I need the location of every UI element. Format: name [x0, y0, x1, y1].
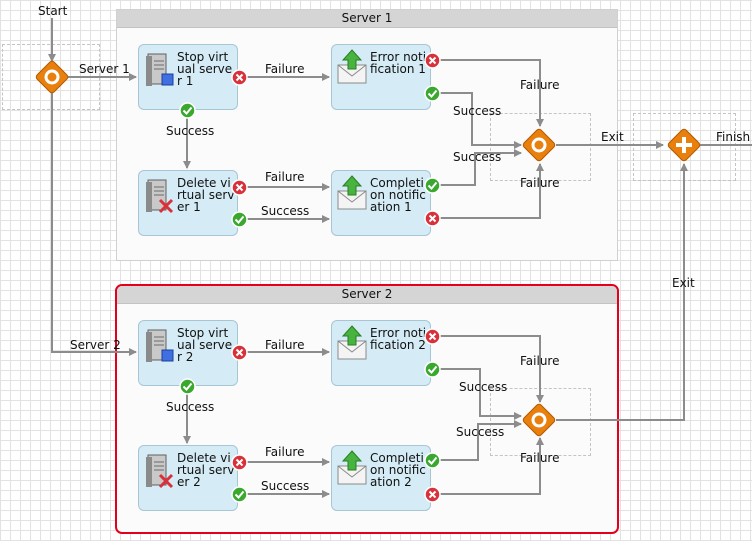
- node-label: Stop virtual server 1: [177, 50, 233, 88]
- success-check-icon[interactable]: [424, 452, 441, 469]
- task-stop-virtual-server-2[interactable]: Stop virtual server 2: [138, 320, 238, 386]
- edge-label-failure: Failure: [520, 176, 560, 190]
- finish-label: Finish: [716, 130, 751, 144]
- failure-x-icon[interactable]: [231, 179, 248, 196]
- server-delete-icon: [146, 179, 174, 214]
- merge-gateway-icon[interactable]: [522, 128, 556, 162]
- edge-label-failure: Failure: [520, 354, 560, 368]
- finish-plus-gateway-icon[interactable]: [667, 128, 701, 162]
- task-completion-notification-2[interactable]: Completion notification 2: [331, 445, 431, 511]
- node-label: Completion notification 1: [370, 176, 426, 214]
- node-label: Error notification 2: [370, 326, 427, 352]
- mail-send-icon: [337, 450, 367, 485]
- edge-label-failure: Failure: [520, 451, 560, 465]
- node-label: Stop virtual server 2: [177, 326, 233, 364]
- edge-label-failure: Failure: [265, 62, 305, 76]
- mail-send-icon: [337, 49, 367, 84]
- success-check-icon[interactable]: [424, 361, 441, 378]
- edge-label-success: Success: [261, 479, 310, 493]
- failure-x-icon[interactable]: [231, 69, 248, 86]
- branch-gateway-icon[interactable]: [35, 60, 69, 94]
- failure-x-icon[interactable]: [231, 344, 248, 361]
- edge-label-success: Success: [166, 400, 215, 414]
- edge-label-success: Success: [453, 150, 502, 164]
- failure-x-icon[interactable]: [231, 454, 248, 471]
- edge-label-success: Success: [166, 124, 215, 138]
- start-label: Start: [38, 4, 68, 18]
- failure-x-icon[interactable]: [424, 210, 441, 227]
- success-check-icon[interactable]: [231, 486, 248, 503]
- edge-label-failure: Failure: [265, 170, 305, 184]
- task-stop-virtual-server-1[interactable]: Stop virtual server 1: [138, 44, 238, 110]
- server-stop-icon: [146, 53, 174, 86]
- edge-label-exit: Exit: [601, 130, 624, 144]
- edge-label-success: Success: [459, 380, 508, 394]
- server-delete-icon: [146, 454, 174, 489]
- success-check-icon[interactable]: [179, 102, 196, 119]
- edge-label-server-2: Server 2: [70, 338, 121, 352]
- edge-label-failure: Failure: [520, 78, 560, 92]
- edge-label-server-1: Server 1: [79, 62, 130, 76]
- failure-x-icon[interactable]: [424, 52, 441, 69]
- task-completion-notification-1[interactable]: Completion notification 1: [331, 170, 431, 236]
- edge-label-failure: Failure: [265, 338, 305, 352]
- failure-x-icon[interactable]: [424, 486, 441, 503]
- task-error-notification-1[interactable]: Error notification 1: [331, 44, 431, 110]
- edge-label-exit: Exit: [672, 276, 695, 290]
- node-label: Delete virtual server 2: [177, 451, 235, 489]
- node-label: Completion notification 2: [370, 451, 426, 489]
- mail-send-icon: [337, 175, 367, 210]
- task-delete-virtual-server-1[interactable]: Delete virtual server 1: [138, 170, 238, 236]
- success-check-icon[interactable]: [424, 177, 441, 194]
- mail-send-icon: [337, 325, 367, 360]
- merge-gateway-icon[interactable]: [522, 403, 556, 437]
- success-check-icon[interactable]: [179, 378, 196, 395]
- edge-label-success: Success: [453, 104, 502, 118]
- node-label: Delete virtual server 1: [177, 176, 235, 214]
- node-label: Error notification 1: [370, 50, 427, 76]
- lane-title: Server 2: [117, 286, 617, 304]
- lane-title: Server 1: [117, 10, 617, 28]
- success-check-icon[interactable]: [231, 211, 248, 228]
- edge-label-success: Success: [261, 204, 310, 218]
- success-check-icon[interactable]: [424, 85, 441, 102]
- edge-label-success: Success: [456, 425, 505, 439]
- edge-label-failure: Failure: [265, 445, 305, 459]
- task-delete-virtual-server-2[interactable]: Delete virtual server 2: [138, 445, 238, 511]
- server-stop-icon: [146, 329, 174, 362]
- failure-x-icon[interactable]: [424, 328, 441, 345]
- task-error-notification-2[interactable]: Error notification 2: [331, 320, 431, 386]
